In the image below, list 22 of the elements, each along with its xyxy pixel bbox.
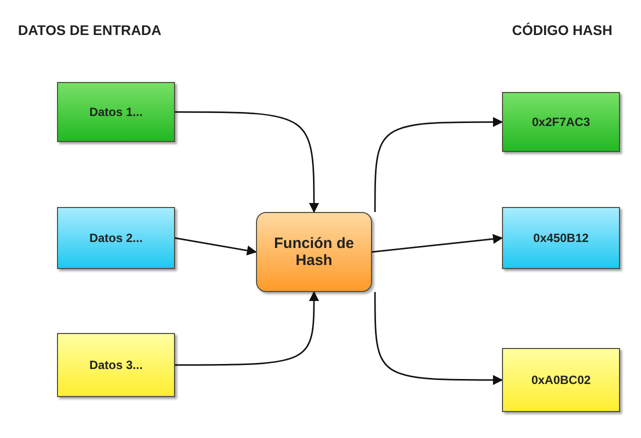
node-text: Datos 1... (89, 105, 143, 119)
node-text: Función de Hash (274, 235, 354, 269)
process-box (256, 212, 372, 292)
column-heading: CÓDIGO HASH (512, 22, 612, 38)
output-box (502, 207, 620, 269)
arrow (174, 237, 257, 256)
output-box (502, 92, 620, 152)
input-box (57, 333, 175, 397)
arrow (374, 117, 503, 212)
arrow (374, 292, 503, 385)
node-text: 0xA0BC02 (531, 373, 591, 387)
arrow (372, 234, 503, 253)
input-box (57, 82, 175, 142)
column-heading: DATOS DE ENTRADA (18, 22, 162, 38)
node-text: 0x450B12 (533, 231, 589, 245)
output-box (502, 348, 620, 412)
arrow (175, 111, 319, 213)
arrow (175, 291, 319, 366)
node-text: Datos 3... (89, 358, 143, 372)
input-box (57, 207, 175, 269)
node-text: 0x2F7AC3 (532, 115, 590, 129)
node-text: Datos 2... (89, 231, 143, 245)
